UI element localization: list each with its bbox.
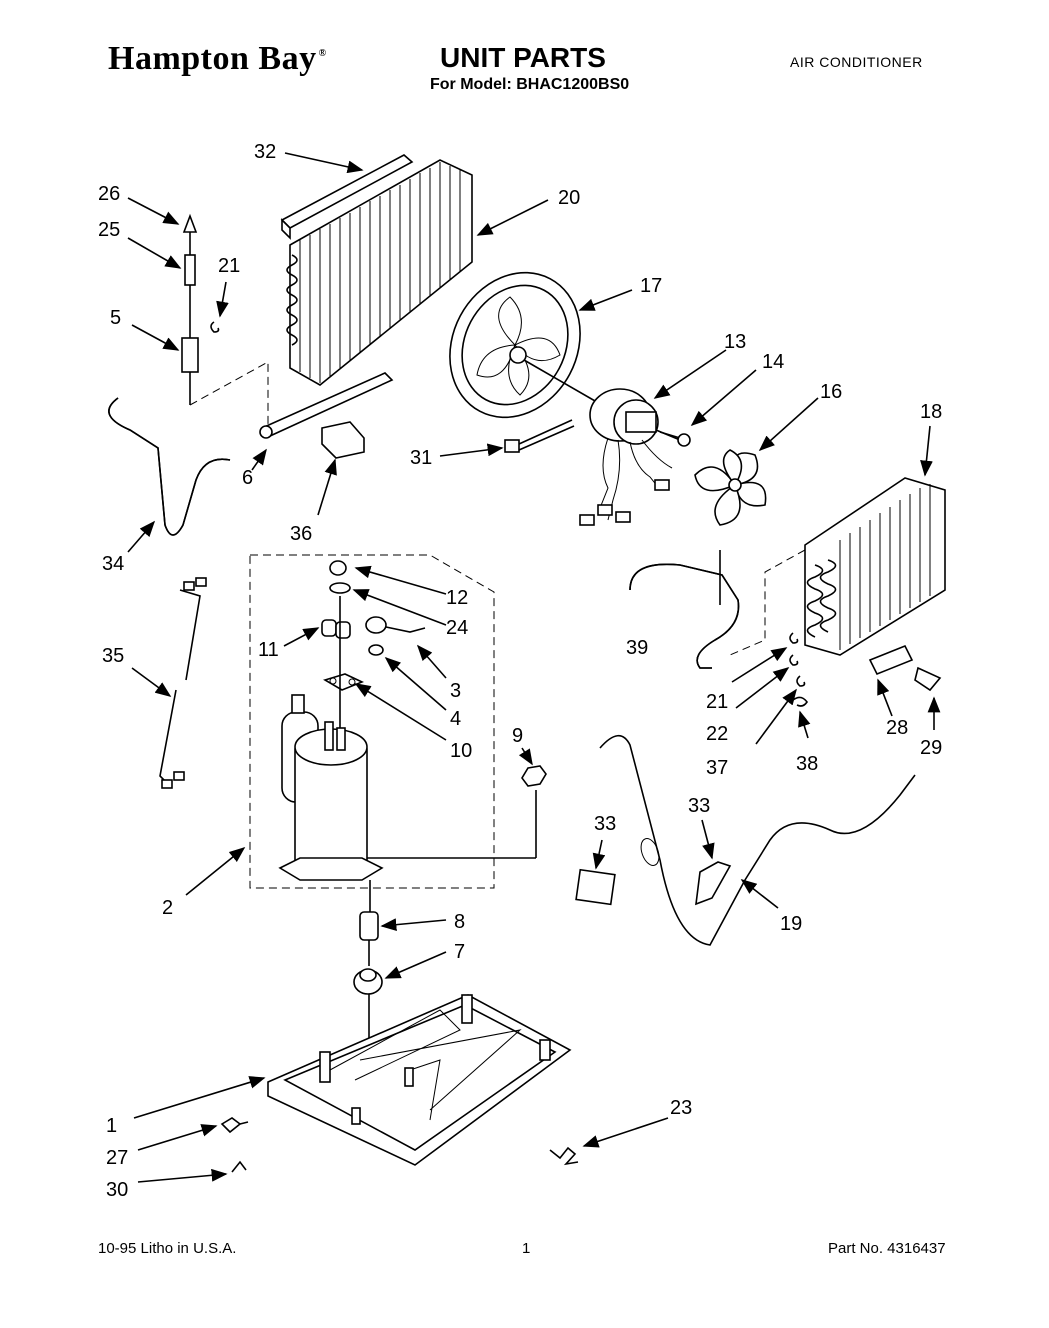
model-number: For Model: BHAC1200BS0 — [430, 76, 630, 93]
callout-34: 34 — [102, 553, 124, 575]
fan-shroud-part — [449, 271, 603, 419]
base-pan-part — [267, 994, 572, 1166]
terminal-cover-part — [321, 619, 351, 639]
condenser-coil-part — [286, 159, 473, 386]
callout-21-top: 21 — [218, 255, 240, 277]
footer-print-info: 10-95 Litho in U.S.A. — [98, 1240, 237, 1257]
callout-19: 19 — [780, 913, 802, 935]
overload-part — [365, 616, 426, 656]
brand-text: Hampton Bay — [108, 40, 317, 77]
callout-36: 36 — [290, 523, 312, 545]
callout-25: 25 — [98, 219, 120, 241]
wire-harness-part — [159, 577, 207, 789]
valve-assembly-part — [181, 213, 269, 428]
base-clip-part — [231, 1160, 247, 1173]
callout-8: 8 — [454, 911, 465, 933]
callout-26: 26 — [98, 183, 120, 205]
callout-14: 14 — [762, 351, 784, 373]
callout-33-right: 33 — [688, 795, 710, 817]
nut-part — [521, 765, 547, 787]
compressor-part — [278, 721, 537, 881]
screw-part — [659, 431, 691, 447]
callout-4: 4 — [450, 708, 461, 730]
callout-37: 37 — [706, 757, 728, 779]
compressor-group-box — [249, 554, 495, 889]
callout-21-bottom: 21 — [706, 691, 728, 713]
base-screw-part — [220, 1117, 249, 1134]
capillary-bracket-part — [259, 372, 394, 439]
brand-name: Hampton Bay® — [108, 40, 327, 78]
nut-washer-part — [329, 560, 351, 594]
grommet-sleeve-part — [359, 880, 379, 966]
terminal-bracket-part — [323, 596, 365, 740]
cable-tie-part — [504, 419, 575, 453]
foam-pad-part — [695, 861, 732, 906]
callout-9: 9 — [512, 725, 523, 747]
mount-bracket-part — [549, 1146, 579, 1166]
registered-mark: ® — [318, 48, 327, 59]
callout-23: 23 — [670, 1097, 692, 1119]
callout-20: 20 — [558, 187, 580, 209]
callout-1: 1 — [106, 1115, 117, 1137]
page-number: 1 — [522, 1240, 531, 1257]
callout-27: 27 — [106, 1147, 128, 1169]
callout-13: 13 — [724, 331, 746, 353]
callout-2: 2 — [162, 897, 173, 919]
callout-12: 12 — [446, 587, 468, 609]
drain-tube-part — [599, 734, 916, 946]
callout-22: 22 — [706, 723, 728, 745]
callout-38: 38 — [796, 753, 818, 775]
callout-30: 30 — [106, 1179, 128, 1201]
evaporator-coil-part — [729, 477, 946, 656]
callout-7: 7 — [454, 941, 465, 963]
tag-part — [868, 644, 942, 692]
top-bracket-part — [280, 154, 414, 240]
callout-10: 10 — [450, 740, 472, 762]
clips-part — [789, 632, 808, 707]
callout-6: 6 — [242, 467, 253, 489]
page-title: UNIT PARTS — [440, 42, 606, 73]
callout-17: 17 — [640, 275, 662, 297]
callout-18: 18 — [920, 401, 942, 423]
callout-29: 29 — [920, 737, 942, 759]
callout-24: 24 — [446, 617, 468, 639]
callout-3: 3 — [450, 680, 461, 702]
callout-11: 11 — [258, 639, 279, 661]
callout-16: 16 — [820, 381, 842, 403]
callout-32: 32 — [254, 141, 276, 163]
callout-33-left: 33 — [594, 813, 616, 835]
callout-39: 39 — [626, 637, 648, 659]
part-number: Part No. 4316437 — [828, 1240, 946, 1257]
callout-35: 35 — [102, 645, 124, 667]
product-category: AIR CONDITIONER — [790, 54, 923, 70]
discharge-tube-part — [108, 397, 231, 536]
callout-31: 31 — [410, 447, 432, 469]
foam-strip-part — [575, 868, 616, 906]
fan-motor-part — [579, 388, 681, 526]
callout-28: 28 — [886, 717, 908, 739]
fan-blade-part — [694, 449, 767, 526]
foam-block-part — [321, 421, 365, 459]
callout-5: 5 — [110, 307, 121, 329]
grommet-part — [353, 968, 383, 1060]
